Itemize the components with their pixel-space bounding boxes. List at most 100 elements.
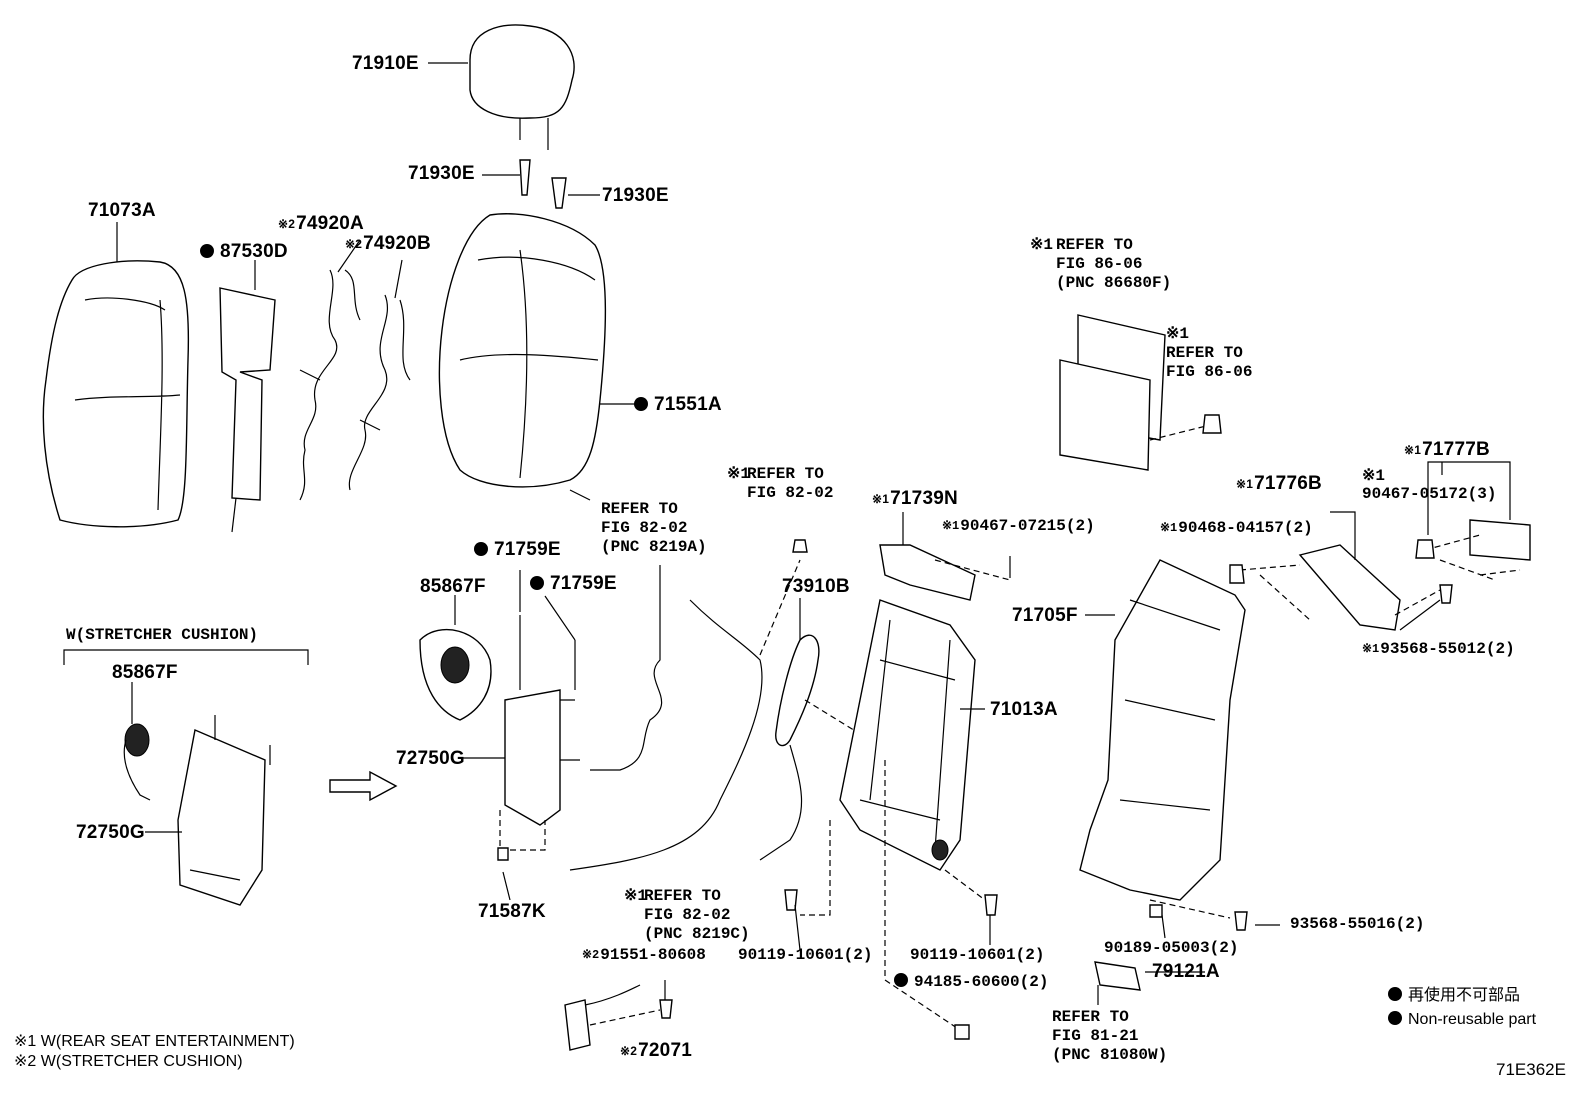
part-71759E-text: 71759E — [550, 573, 617, 594]
part-91551-80608-label: ※291551-80608 — [582, 946, 706, 965]
part-85867F-label-main: 85867F — [420, 576, 486, 597]
refer-fig-82-02-8219C-note-mark: ※1 — [624, 887, 648, 905]
legend-japanese: 再使用不可部品 — [1388, 986, 1520, 1006]
part-90467-07215-label: ※190467-07215(2) — [942, 517, 1095, 536]
refer-fig-82-02-8219C-note: REFER TO FIG 82-02 (PNC 8219C) — [644, 887, 750, 943]
part-74920A-text: 74920A — [296, 213, 364, 234]
part-74920B-label: ※274920B — [345, 234, 431, 254]
part-93568-55016-label: 93568-55016(2) — [1290, 915, 1425, 933]
refer-fig-82-02-note-mark: ※1 — [727, 465, 751, 483]
rse-display-drawing — [1059, 314, 1222, 471]
part-73910B-label: 73910B — [782, 576, 850, 597]
mark-2: ※2 — [620, 1044, 638, 1058]
part-71777B-label: ※171777B — [1404, 440, 1490, 460]
part-71551A-text: 71551A — [654, 394, 722, 415]
sensor-drawing — [564, 984, 673, 1051]
leader-lines — [116, 62, 1511, 1005]
refer-fig-86-06-86680F-note: REFER TO FIG 86-06 (PNC 86680F) — [1056, 236, 1172, 292]
part-71739N-text: 71739N — [890, 488, 958, 509]
non-reusable-dot-icon — [634, 397, 648, 411]
non-reusable-dot-icon — [200, 244, 214, 258]
part-90119-10601-label-left: 90119-10601(2) — [738, 946, 873, 964]
seatback-pad-drawing — [438, 213, 607, 501]
refer-fig-86-06-note: REFER TO FIG 86-06 — [1166, 344, 1253, 381]
footnote-mark-2: ※2 — [14, 1053, 37, 1070]
part-71705F-label: 71705F — [1012, 605, 1078, 626]
part-72071-label: ※272071 — [620, 1041, 692, 1061]
center-harness-drawing — [569, 539, 808, 871]
seatback-board-drawing — [1079, 559, 1248, 931]
part-79121A-label: 79121A — [1152, 961, 1220, 982]
part-90119-10601-label-right: 90119-10601(2) — [910, 946, 1045, 964]
part-71759E-label-bottom: 71759E — [530, 574, 617, 594]
refer-fig-82-02-8219A-note: REFER TO FIG 82-02 (PNC 8219A) — [601, 500, 707, 556]
footnote-2: ※2 W(STRETCHER CUSHION) — [14, 1052, 243, 1072]
part-71930E-label-right: 71930E — [602, 185, 669, 206]
part-94185-60600-label: 94185-60600(2) — [894, 973, 1048, 992]
headrest-drawing — [469, 24, 575, 209]
part-90467-07215-text: 90467-07215(2) — [960, 517, 1095, 535]
non-reusable-dot-icon — [474, 542, 488, 556]
mark-2: ※2 — [345, 237, 363, 251]
stretcher-assembly-drawing — [63, 649, 398, 906]
mark-1: ※1 — [942, 519, 960, 533]
seat-frame-drawing — [784, 544, 1011, 1040]
part-90468-04157-text: 90468-04157(2) — [1178, 519, 1313, 537]
part-90467-05172-label: 90467-05172(3) — [1362, 485, 1497, 503]
mark-2: ※2 — [582, 948, 600, 962]
stretcher-cushion-group-label: W(STRETCHER CUSHION) — [66, 626, 259, 644]
footnote-1: ※1 W(REAR SEAT ENTERTAINMENT) — [14, 1032, 295, 1052]
part-71930E-label-left: 71930E — [408, 163, 475, 184]
footnote-1-text: W(REAR SEAT ENTERTAINMENT) — [40, 1033, 295, 1050]
part-71776B-label: ※171776B — [1236, 474, 1322, 494]
non-reusable-dot-icon — [1388, 1011, 1402, 1025]
footnote-mark-1: ※1 — [14, 1033, 37, 1050]
refer-fig-86-06-86680F-note-mark: ※1 — [1030, 236, 1054, 254]
part-71551A-label: 71551A — [634, 395, 722, 415]
non-reusable-dot-icon — [1388, 987, 1402, 1001]
lumbar-assembly-drawing — [419, 615, 580, 861]
mark-1-label-90467: ※1 — [1362, 467, 1386, 485]
part-87530D-text: 87530D — [220, 241, 288, 262]
legend-english-text: Non-reusable part — [1408, 1011, 1537, 1028]
non-reusable-dot-icon — [894, 973, 908, 987]
legend-english: Non-reusable part — [1388, 1010, 1536, 1030]
mark-1: ※1 — [1160, 521, 1178, 535]
part-71777B-text: 71777B — [1422, 439, 1490, 460]
part-74920A-label: ※274920A — [278, 214, 364, 234]
part-72750G-label-stretcher: 72750G — [76, 822, 145, 843]
non-reusable-dot-icon — [530, 576, 544, 590]
footnote-2-text: W(STRETCHER CUSHION) — [40, 1053, 243, 1070]
trim-drawing — [1229, 519, 1531, 631]
legend-japanese-text: 再使用不可部品 — [1408, 987, 1521, 1004]
part-71759E-text: 71759E — [494, 539, 561, 560]
part-71013A-label: 71013A — [990, 699, 1058, 720]
seatback-cover-drawing — [42, 260, 190, 528]
part-91551-80608-text: 91551-80608 — [600, 946, 706, 964]
part-71739N-label: ※171739N — [872, 489, 958, 509]
mark-1: ※1 — [1236, 477, 1254, 491]
mark-1: ※1 — [872, 492, 890, 506]
refer-fig-81-21-note: REFER TO FIG 81-21 (PNC 81080W) — [1052, 1008, 1168, 1064]
part-71759E-label-top: 71759E — [474, 540, 561, 560]
part-72071-text: 72071 — [638, 1040, 692, 1061]
part-71587K-label: 71587K — [478, 901, 546, 922]
mark-1: ※1 — [1362, 642, 1380, 656]
part-71776B-text: 71776B — [1254, 473, 1322, 494]
diagram-id: 71E362E — [1496, 1060, 1566, 1079]
part-90189-05003-label: 90189-05003(2) — [1104, 939, 1239, 957]
refer-fig-86-06-note-mark: ※1 — [1166, 325, 1190, 343]
part-93568-55012-label: ※193568-55012(2) — [1362, 640, 1515, 659]
part-71073A-label: 71073A — [88, 200, 156, 221]
part-72750G-label-main: 72750G — [396, 748, 465, 769]
part-94185-60600-text: 94185-60600(2) — [914, 973, 1049, 991]
mark-1: ※1 — [1404, 443, 1422, 457]
heater-pad-drawing — [219, 287, 276, 533]
mark-2: ※2 — [278, 217, 296, 231]
part-87530D-label: 87530D — [200, 242, 288, 262]
part-90468-04157-label: ※190468-04157(2) — [1160, 519, 1313, 538]
clip-drawing — [1094, 961, 1141, 991]
part-85867F-label-stretcher: 85867F — [112, 662, 178, 683]
wire-harness-drawing — [299, 269, 411, 501]
